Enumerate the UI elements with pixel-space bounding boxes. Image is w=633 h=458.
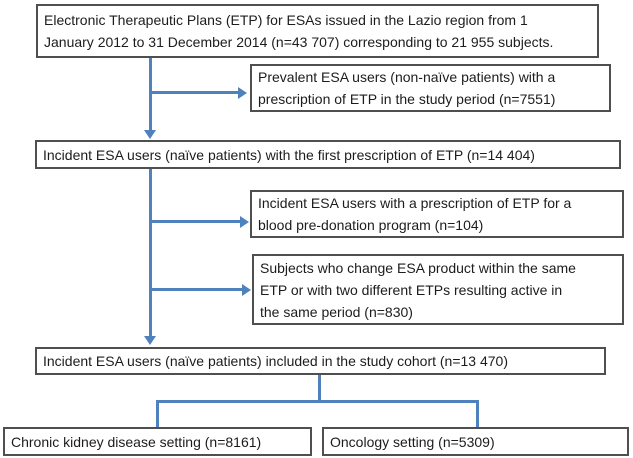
box-study-cohort-line1: Incident ESA users (naïve patients) incl… [43,353,509,369]
box-prevalent-users-line1: Prevalent ESA users (non-naïve patients)… [258,69,556,85]
arrowhead-right-to-product-change-icon [242,284,251,296]
connector-cohort-stub-line [318,375,321,403]
box-incident-first-prescription-line1: Incident ESA users (naïve patients) with… [43,146,535,163]
connector-split-horizontal-line [156,400,479,403]
arrowhead-right-to-prevalent-icon [238,87,247,99]
box-oncology-setting: Oncology setting (n=5309) [322,427,629,456]
box-etp-total: Electronic Therapeutic Plans (ETP) for E… [36,4,599,58]
box-prevalent-users-line2: prescription of ETP in the study period … [258,91,556,107]
connector-to-pre-donation-line [150,220,240,223]
box-esa-product-change-line2: ETP or with two different ETPs resulting… [260,281,563,298]
box-blood-pre-donation-line1: Incident ESA users with a prescription o… [258,195,572,211]
box-blood-pre-donation-line2: blood pre-donation program (n=104) [258,217,484,233]
box-prevalent-users: Prevalent ESA users (non-naïve patients)… [250,64,611,112]
box-ckd-setting: Chronic kidney disease setting (n=8161) [3,427,312,456]
connector-incident-to-cohort-line [149,169,152,336]
box-ckd-setting-line1: Chronic kidney disease setting (n=8161) [11,433,262,450]
arrowhead-down-to-cohort-icon [144,336,156,345]
connector-split-right-line [476,400,479,427]
box-esa-product-change-line3: the same period (n=830) [260,303,413,320]
box-oncology-setting-line1: Oncology setting (n=5309) [330,433,495,450]
box-esa-product-change-line1: Subjects who change ESA product within t… [260,259,576,276]
connector-to-product-change-line [150,288,242,291]
box-etp-total-line2: January 2012 to 31 December 2014 (n=43 7… [44,34,554,50]
arrowhead-right-to-pre-donation-icon [240,216,249,228]
connector-etp-to-incident-line [149,58,152,131]
connector-to-prevalent-line [150,91,238,94]
connector-split-left-line [156,400,159,427]
box-blood-pre-donation: Incident ESA users with a prescription o… [250,190,624,238]
box-incident-first-prescription: Incident ESA users (naïve patients) with… [35,140,621,169]
box-study-cohort: Incident ESA users (naïve patients) incl… [35,347,606,375]
box-esa-product-change: Subjects who change ESA product within t… [252,254,624,325]
box-etp-total-line1: Electronic Therapeutic Plans (ETP) for E… [44,12,528,28]
arrowhead-down-to-incident-icon [144,130,156,139]
